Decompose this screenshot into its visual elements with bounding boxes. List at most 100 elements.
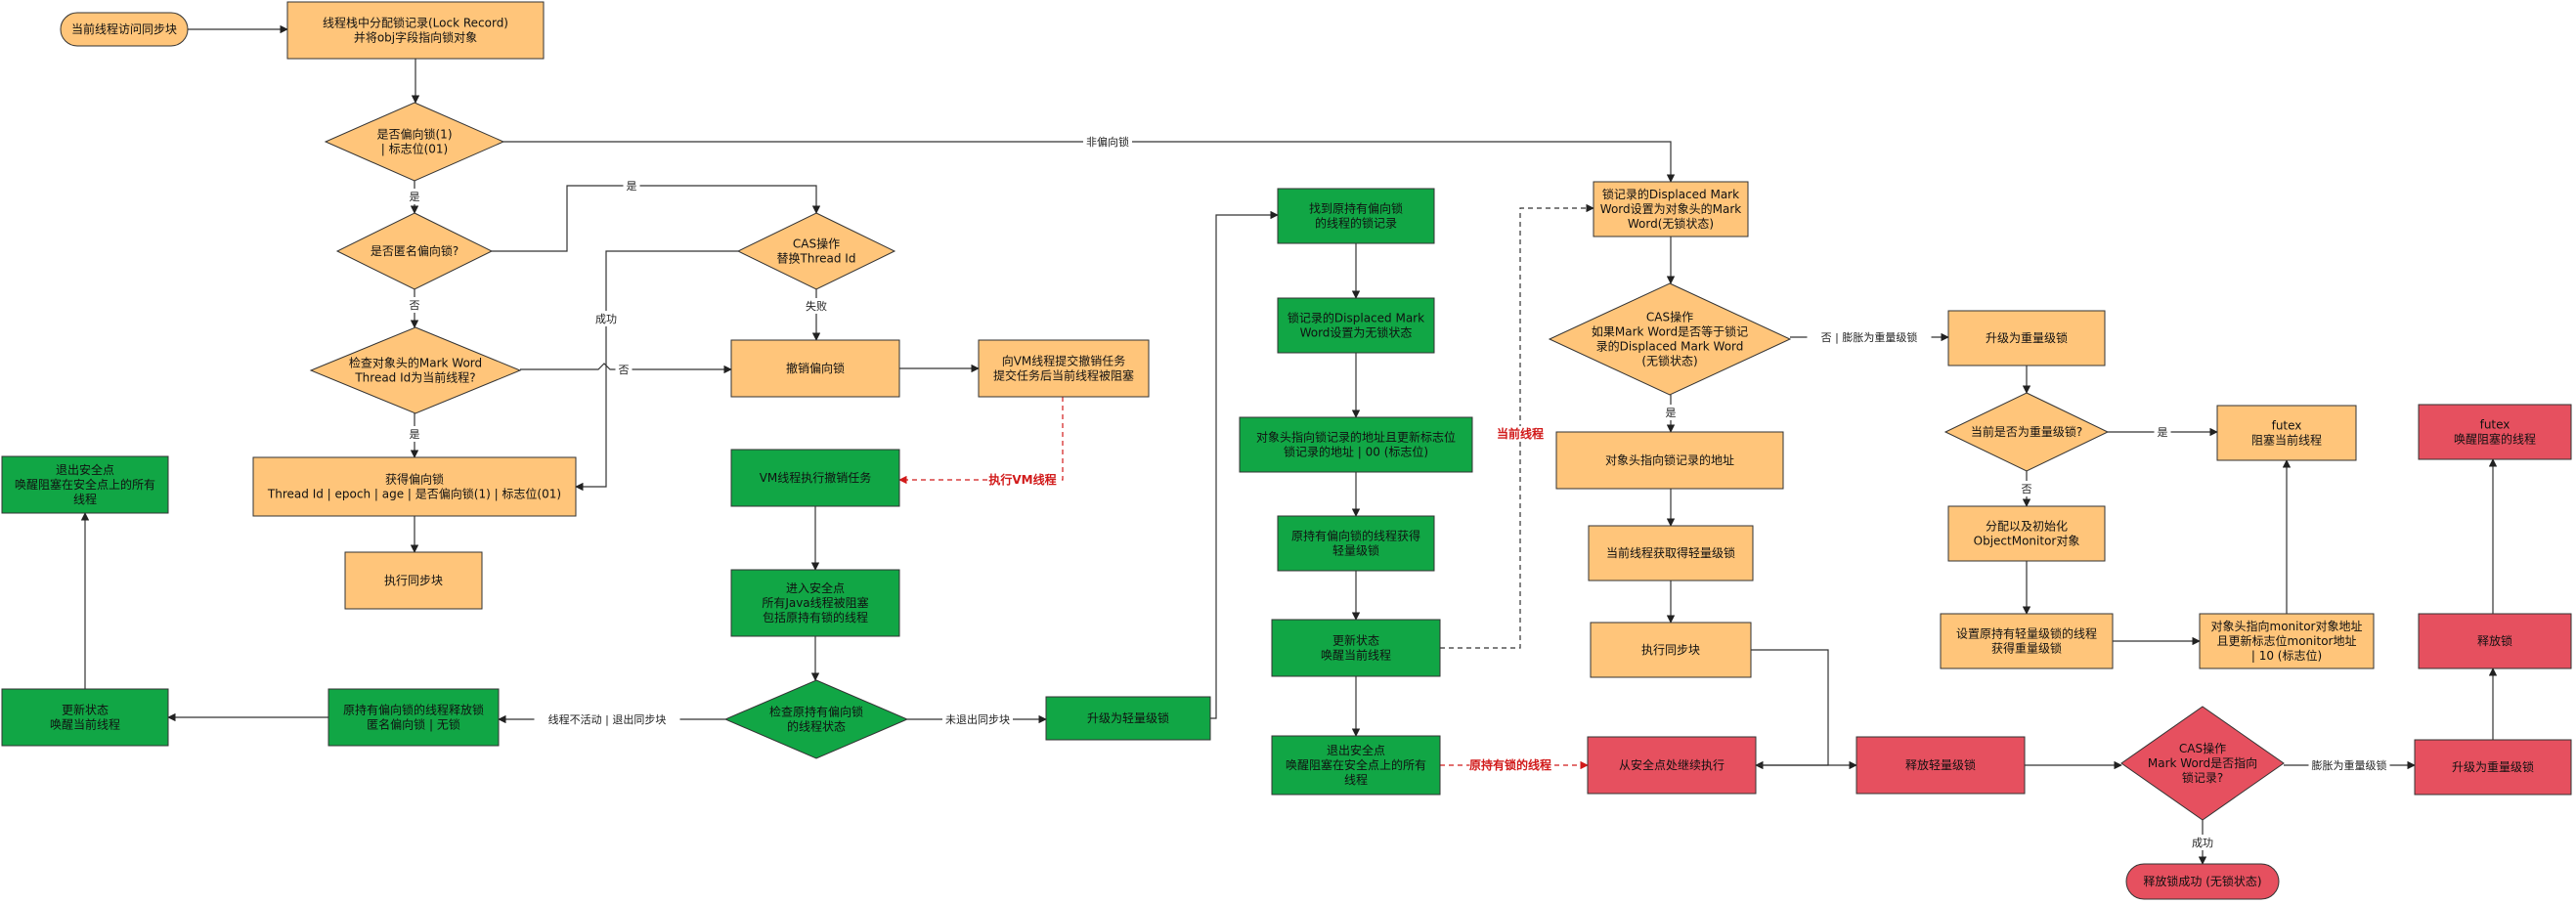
- edge-label-yes_3: 是: [1666, 407, 1677, 419]
- node-got_biased-line-0: 获得偏向锁: [385, 472, 444, 487]
- edge-label-bg: [615, 362, 633, 377]
- node-record_displaced-box: [1593, 181, 1749, 237]
- node-alloc-line-1: 并将obj字段指向锁对象: [354, 30, 477, 45]
- edge-label-success: 成功: [595, 313, 617, 325]
- node-futex_wake-line-0: futex: [2480, 418, 2511, 432]
- edge-label-no_3: 否: [2022, 483, 2032, 495]
- node-safepoint-box: [730, 569, 900, 637]
- node-head_monitor-line-1: 且更新标志位monitor地址: [2217, 633, 2357, 648]
- edge-label-fail: 失败: [806, 299, 827, 313]
- node-continue_exec: 从安全点处继续执行: [1587, 736, 1757, 795]
- node-exec_sync_2: 执行同步块: [1590, 622, 1752, 678]
- node-set_displaced-line-0: 锁记录的Displaced Mark: [1288, 311, 1424, 325]
- node-exit_sp_left-line-0: 退出安全点: [56, 462, 114, 477]
- node-exit_sp_mid-line-2: 线程: [1344, 772, 1368, 787]
- node-alloc: 线程栈中分配锁记录(Lock Record)并将obj字段指向锁对象: [286, 1, 545, 60]
- edge-label-bg: [592, 311, 620, 326]
- node-futex_block-line-1: 阻塞当前线程: [2251, 433, 2322, 448]
- node-exec_sync_2-line-0: 执行同步块: [1641, 643, 1700, 657]
- edge-label-not_biased: 非偏向锁: [1086, 135, 1129, 149]
- node-holder_get_light-line-0: 原持有偏向锁的线程获得: [1291, 529, 1420, 543]
- node-safepoint-line-2: 包括原持有锁的线程: [763, 610, 868, 624]
- node-release_light-box: [1856, 736, 2026, 795]
- edge-label-not_exit: 未退出同步块: [945, 712, 1010, 726]
- node-revoke-line-0: 撤销偏向锁: [786, 361, 845, 375]
- edge-label-bg: [2018, 481, 2035, 496]
- edge-label-no_2: 否: [619, 364, 630, 376]
- node-cas_replace-line-1: 替换Thread Id: [777, 252, 856, 266]
- node-set_holder_heavy-box: [1940, 613, 2114, 669]
- node-head_to_record-line-0: 对象头指向锁记录的地址: [1605, 452, 1734, 467]
- node-biased_check: 是否偏向锁(1)| 标志位(01): [324, 102, 505, 182]
- node-update_wake-line-1: 唤醒当前线程: [1321, 648, 1391, 663]
- node-record_displaced-line-0: 锁记录的Displaced Mark: [1602, 187, 1739, 201]
- node-cas_release-line-1: Mark Word是否指向: [2148, 755, 2257, 770]
- node-got_light: 当前线程获取得轻量级锁: [1588, 525, 1754, 581]
- node-check_holder-line-1: 的线程状态: [787, 719, 846, 734]
- node-alloc_monitor-line-0: 分配以及初始化: [1986, 520, 2068, 534]
- node-release_ok-box: [2125, 863, 2280, 900]
- node-upgrade_heavy_1: 升级为重量级锁: [1947, 310, 2106, 366]
- node-update_wake-box: [1271, 619, 1441, 677]
- node-check_holder-line-0: 检查原持有偏向锁: [769, 705, 863, 719]
- node-vm_exec: VM线程执行撤销任务: [730, 449, 900, 507]
- node-futex_wake-box: [2418, 404, 2572, 460]
- node-exec_sync_1: 执行同步块: [344, 551, 483, 610]
- node-find_record-line-0: 找到原持有偏向锁: [1309, 201, 1403, 216]
- node-start-line-0: 当前线程访问同步块: [71, 22, 177, 36]
- edge-4: [492, 185, 821, 252]
- node-head_monitor-box: [2199, 613, 2375, 669]
- node-exec_sync_1-box: [344, 551, 483, 610]
- node-set_displaced-box: [1277, 297, 1435, 354]
- node-release_ok-line-0: 释放锁成功 (无锁状态): [2143, 874, 2261, 888]
- node-heavy_check: 当前是否为重量级锁?: [1943, 392, 2110, 472]
- node-vm_submit-line-0: 向VM线程提交撤销任务: [1002, 354, 1126, 368]
- node-upgrade_heavy_2: 升级为重量级锁: [2414, 739, 2572, 796]
- node-got_biased-line-1: Thread Id | epoch | age | 是否偏向锁(1) | 标志位…: [267, 487, 561, 501]
- edge-7: [575, 250, 738, 492]
- edge-label-holder_thread: 原持有锁的线程: [1469, 757, 1551, 772]
- edge-label-yes_3: 是: [410, 428, 420, 441]
- node-head_monitor-line-0: 对象头指向monitor对象地址: [2211, 619, 2363, 633]
- edge-label-yes_4: 是: [2158, 426, 2168, 439]
- node-futex_block-line-0: futex: [2272, 419, 2302, 433]
- node-release_anon-line-1: 匿名偏向锁 | 无锁: [367, 717, 460, 732]
- node-biased_check-line-0: 是否偏向锁(1): [377, 127, 453, 142]
- edge-12: [898, 397, 1064, 485]
- node-release_lock-box: [2418, 613, 2572, 669]
- edge-label-yes_1: 是: [410, 191, 420, 203]
- node-cas_replace-diamond: [736, 212, 896, 290]
- node-upgrade_heavy_1-line-0: 升级为重量级锁: [1986, 330, 2068, 345]
- node-head_to_record-box: [1555, 431, 1784, 490]
- node-thread_check-diamond: [309, 326, 522, 414]
- edge-label-bg: [2189, 835, 2216, 850]
- edges: [80, 24, 2498, 865]
- node-release_light: 释放轻量级锁: [1856, 736, 2026, 795]
- node-upgrade_light: 升级为轻量级锁: [1045, 696, 1211, 741]
- node-upgrade_heavy_1-box: [1947, 310, 2106, 366]
- edge-label-bg: [1083, 134, 1132, 150]
- node-futex_wake-line-1: 唤醒阻塞的线程: [2454, 432, 2536, 447]
- node-got_biased-box: [252, 456, 577, 517]
- edge-label-exec_vm: 执行VM线程: [988, 472, 1056, 487]
- node-biased_check-line-1: | 标志位(01): [381, 142, 449, 156]
- edge-label-bg: [406, 426, 423, 442]
- node-cas_release-diamond: [2120, 706, 2285, 821]
- node-biased_check-diamond: [324, 102, 505, 182]
- node-cas_replace-line-0: CAS操作: [793, 237, 840, 251]
- node-set_holder_heavy-line-1: 获得重量级锁: [1991, 641, 2062, 656]
